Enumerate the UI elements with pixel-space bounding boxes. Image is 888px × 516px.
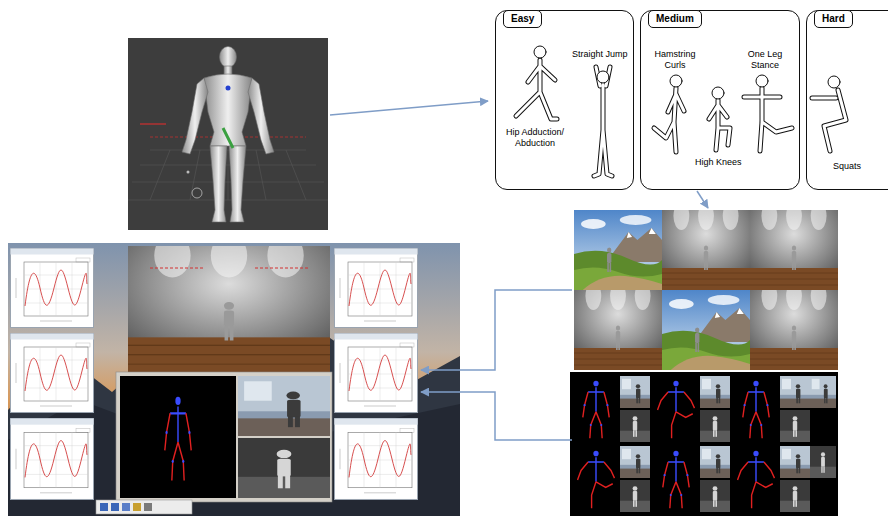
avatar-body <box>182 47 274 223</box>
skeleton-view <box>156 390 200 486</box>
studio-view <box>128 233 330 372</box>
skeleton-grid <box>570 372 838 516</box>
level-heading: Hard <box>814 10 853 28</box>
toolbar-icons <box>100 503 152 511</box>
level-box: MediumHamstring Curls One Leg StanceHigh … <box>640 10 800 190</box>
studio-scene <box>574 282 662 370</box>
depth-view <box>238 438 330 498</box>
avatar-render <box>128 38 328 230</box>
exercise-figures <box>516 46 846 176</box>
scene-grid <box>574 202 838 370</box>
exercise-label: One Leg Stance <box>739 49 791 71</box>
squat-figure <box>812 76 846 151</box>
landscape-scene <box>574 210 662 290</box>
flow-arrows <box>330 101 708 440</box>
graph-window <box>335 249 418 328</box>
graph-window <box>335 334 418 413</box>
graph-window <box>11 334 94 413</box>
level-heading: Medium <box>648 10 702 28</box>
level-box: EasyStraight JumpHip Adduction/ Abductio… <box>495 10 634 190</box>
level-box: HardSquats <box>806 10 888 190</box>
exercise-label: Squats <box>833 161 861 172</box>
exercise-label: Hamstring Curls <box>649 49 701 71</box>
landscape-scene <box>662 290 750 370</box>
graph-window <box>335 419 418 500</box>
level-heading: Easy <box>503 10 542 28</box>
studio-scene <box>750 282 838 370</box>
exercise-label: Hip Adduction/ Abduction <box>498 127 572 149</box>
one-leg-stance-figure <box>744 75 792 151</box>
straight-jump-figure <box>594 67 612 176</box>
hamstring-curl-figure <box>654 75 684 152</box>
exercise-label: High Knees <box>695 157 742 168</box>
graph-window <box>11 249 94 328</box>
hip-abduction-figure <box>516 46 557 119</box>
exercise-label: Straight Jump <box>572 49 628 60</box>
application-screenshot <box>8 233 460 516</box>
camera-view <box>238 376 330 436</box>
graph-window <box>11 419 94 500</box>
high-knees-figure <box>709 87 730 150</box>
studio-scene <box>662 202 750 290</box>
studio-scene <box>750 202 838 290</box>
